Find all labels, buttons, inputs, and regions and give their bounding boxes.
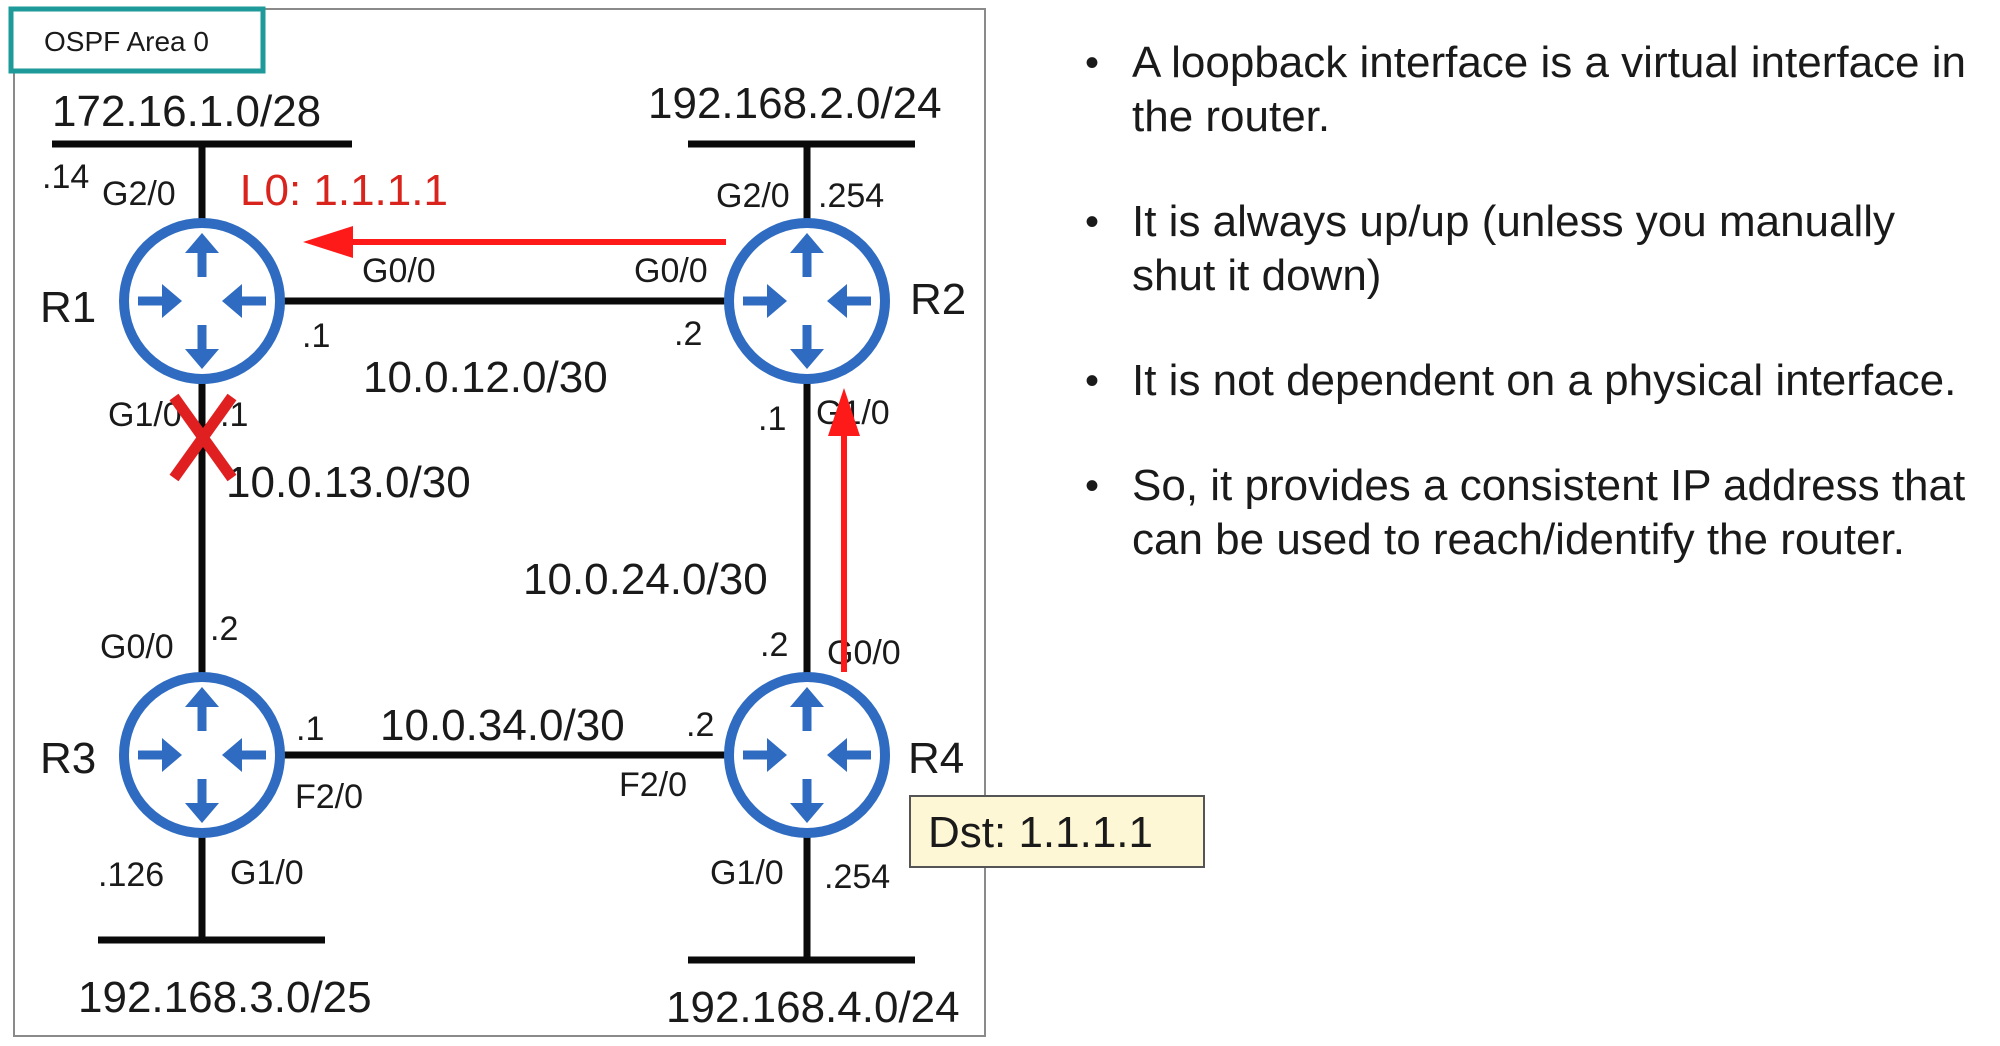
router-r3-name: R3 (40, 734, 96, 783)
dst-callout-box (909, 795, 1205, 868)
area-box (8, 6, 266, 74)
router-r1-icon (124, 223, 280, 379)
link-r2-r4-network: 10.0.24.0/30 (523, 555, 768, 604)
r3-g0-0: G0/0 (100, 628, 174, 666)
router-r3-icon (124, 677, 280, 833)
r4-g0-0-ip: .2 (760, 626, 788, 664)
r2-g2-0: G2/0 (716, 177, 790, 215)
r2-g2-0-ip: .254 (818, 177, 884, 215)
r1-g1-0: G1/0 (108, 396, 182, 434)
link-r3-r4-network: 10.0.34.0/30 (380, 701, 625, 750)
router-r2-name: R2 (910, 275, 966, 324)
r1-g2-0: G2/0 (102, 175, 176, 213)
r3-f2-0: F2/0 (295, 778, 363, 816)
lan-r1-network: 172.16.1.0/28 (52, 87, 321, 136)
bullet-item-2: It is always up/up (unless you manually … (1085, 195, 1985, 303)
r4-g0-0: G0/0 (827, 634, 901, 672)
r3-f2-0-ip: .1 (296, 710, 324, 748)
router-r1-name: R1 (40, 283, 96, 332)
r1-g2-0-ip: .14 (42, 158, 89, 196)
link-failure-x-icon (169, 393, 237, 482)
router-r4-icon (729, 677, 885, 833)
r4-g1-0-ip: .254 (824, 858, 890, 896)
bullet-item-3: It is not dependent on a physical interf… (1085, 354, 1985, 408)
links (52, 140, 915, 964)
r4-g1-0: G1/0 (710, 854, 784, 892)
bullet-list: A loopback interface is a virtual interf… (1085, 36, 1985, 618)
lan-r3-network: 192.168.3.0/25 (78, 973, 372, 1022)
link-r1-r2-network: 10.0.12.0/30 (363, 353, 608, 402)
router-r4-name: R4 (908, 734, 964, 783)
r3-g1-0-ip: .126 (98, 856, 164, 894)
r1-g0-0-ip: .1 (302, 317, 330, 355)
dst-callout-label: Dst: 1.1.1.1 (928, 808, 1153, 857)
link-r1-r3-network: 10.0.13.0/30 (226, 458, 471, 507)
r3-g1-0: G1/0 (230, 854, 304, 892)
router-r2-icon (729, 223, 885, 379)
r4-f2-0: F2/0 (619, 766, 687, 804)
diagram-frame (13, 8, 986, 1037)
bullet-item-1: A loopback interface is a virtual interf… (1085, 36, 1985, 144)
r1-g0-0: G0/0 (362, 252, 436, 290)
r2-g0-0: G0/0 (634, 252, 708, 290)
area-label: OSPF Area 0 (44, 26, 209, 57)
r2-g0-0-ip: .2 (674, 315, 702, 353)
lan-r2-network: 192.168.2.0/24 (648, 79, 942, 128)
arrow-r2-to-r1-head (303, 226, 353, 258)
loopback-label: L0: 1.1.1.1 (240, 166, 448, 215)
r2-g1-0-ip: .1 (758, 400, 786, 438)
bullet-item-4: So, it provides a consistent IP address … (1085, 459, 1985, 567)
lan-r4-network: 192.168.4.0/24 (666, 983, 960, 1032)
r4-f2-0-ip: .2 (686, 706, 714, 744)
arrow-r4-to-r2-head (828, 388, 860, 436)
r3-g0-0-ip: .2 (210, 610, 238, 648)
